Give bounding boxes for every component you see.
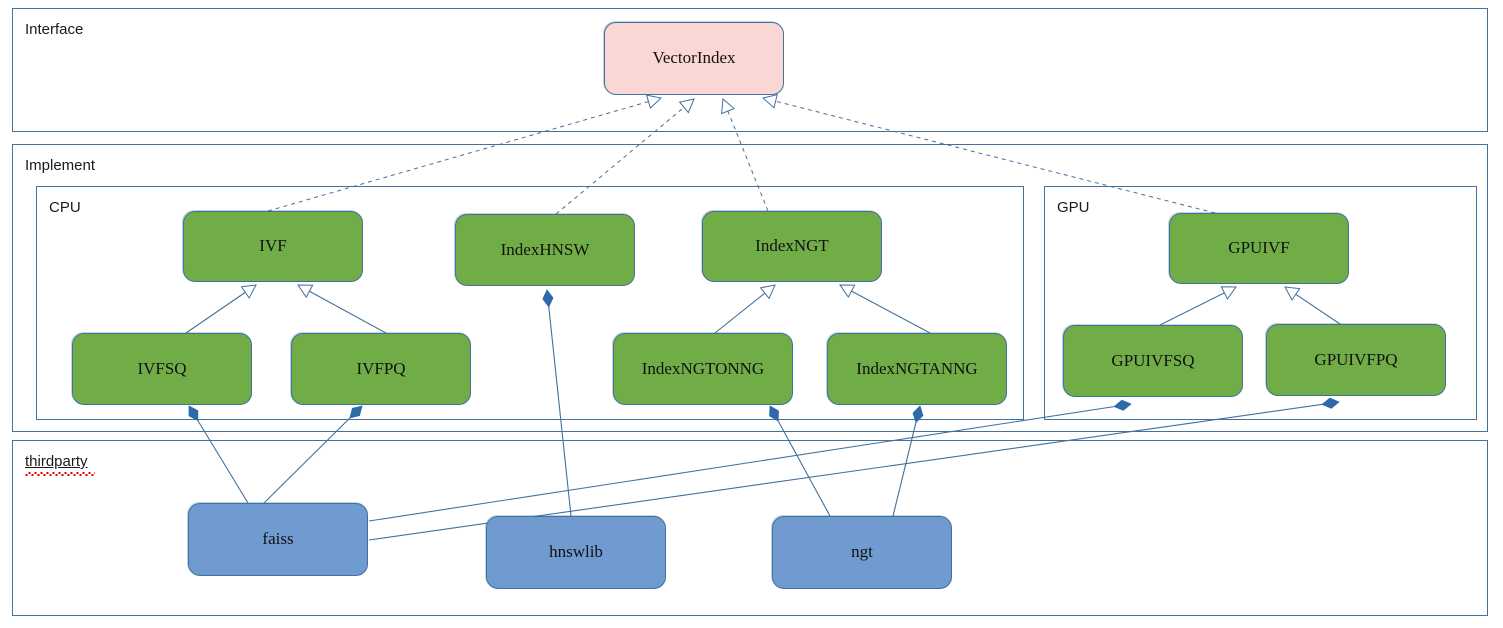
node-indexngt[interactable]: IndexNGT [702, 211, 882, 282]
node-label-faiss: faiss [262, 529, 294, 549]
node-gpuivf[interactable]: GPUIVF [1169, 213, 1349, 284]
node-label-indexngt: IndexNGT [755, 236, 829, 256]
node-label-indexngtonng: IndexNGTONNG [641, 358, 765, 378]
node-label-ivfpq: IVFPQ [356, 358, 406, 378]
node-label-indexhnsw: IndexHNSW [500, 239, 590, 259]
package-label-gpu: GPU [1057, 199, 1090, 216]
node-ivf[interactable]: IVF [183, 211, 363, 282]
node-label-gpuivfsq: GPUIVFSQ [1111, 350, 1195, 370]
spellcheck-squiggle-thirdparty [25, 472, 95, 476]
node-indexngtanng[interactable]: IndexNGTANNG [827, 333, 1007, 405]
node-faiss[interactable]: faiss [188, 503, 368, 576]
node-label-hnswlib: hnswlib [549, 542, 603, 562]
node-label-ngt: ngt [851, 542, 873, 562]
node-gpuivfpq[interactable]: GPUIVFPQ [1266, 324, 1446, 396]
node-indexhnsw[interactable]: IndexHNSW [455, 214, 635, 286]
package-label-interface: Interface [25, 21, 84, 38]
node-gpuivfsq[interactable]: GPUIVFSQ [1063, 325, 1243, 397]
node-ngt[interactable]: ngt [772, 516, 952, 589]
package-label-thirdparty: thirdparty [25, 453, 88, 470]
package-label-cpu: CPU [49, 199, 81, 216]
node-indexngtonng[interactable]: IndexNGTONNG [613, 333, 793, 405]
node-label-gpuivf: GPUIVF [1228, 238, 1290, 258]
node-vectorindex[interactable]: VectorIndex [604, 22, 784, 95]
node-label-indexngtanng: IndexNGTANNG [856, 358, 978, 378]
node-hnswlib[interactable]: hnswlib [486, 516, 666, 589]
node-label-vectorindex: VectorIndex [652, 48, 736, 68]
node-label-ivfsq: IVFSQ [137, 358, 187, 378]
node-label-gpuivfpq: GPUIVFPQ [1314, 349, 1398, 369]
node-ivfpq[interactable]: IVFPQ [291, 333, 471, 405]
node-label-ivf: IVF [259, 236, 287, 256]
package-label-implement: Implement [25, 157, 96, 174]
node-ivfsq[interactable]: IVFSQ [72, 333, 252, 405]
